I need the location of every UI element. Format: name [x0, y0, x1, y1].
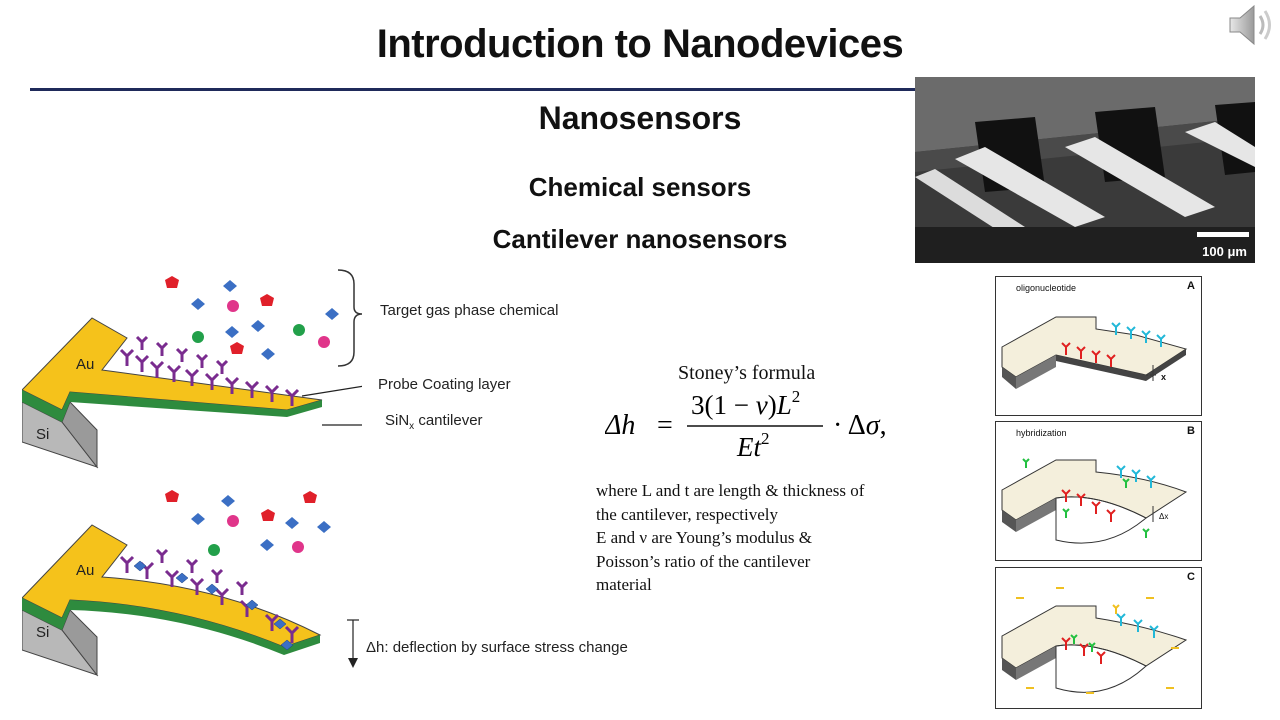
explanation-line-3: E and ν are Young’s modulus &	[596, 528, 812, 547]
panel-a-tag: oligonucleotide	[1016, 283, 1077, 293]
svg-text:3(1 − ν)L2: 3(1 − ν)L2	[691, 387, 800, 420]
sinx-cantilever-label: SiNx cantilever	[385, 412, 483, 432]
explanation-line-4: Poisson’s ratio of the cantilever	[596, 551, 811, 571]
title-underline	[30, 88, 915, 91]
si-label-bottom: Si	[36, 624, 50, 641]
sem-micrograph: 100 μm	[915, 77, 1255, 263]
panel-b: hybridization B Δx	[995, 421, 1202, 561]
molecule-cluster-top	[165, 276, 339, 360]
slide-title: Introduction to Nanodevices	[376, 22, 904, 66]
svg-text:Δh: Δh	[605, 410, 635, 441]
subheading-chemical-sensors: Chemical sensors	[528, 172, 752, 202]
deflection-arrow-icon	[345, 618, 361, 670]
explanation-line-2: the cantilever, respectively	[596, 504, 778, 524]
au-label-top: Au	[76, 356, 95, 373]
si-label-top: Si	[36, 426, 50, 443]
svg-text:=: =	[657, 410, 673, 441]
probe-receptors	[119, 335, 300, 406]
svg-text:Et2: Et2	[736, 429, 770, 462]
target-chemical-label: Target gas phase chemical	[380, 302, 559, 319]
panel-a-detail: x	[1161, 372, 1167, 382]
molecule-cluster-bottom	[165, 490, 331, 556]
explanation-line-1: where L and t are length & thickness of	[596, 481, 865, 500]
panel-a-letter: A	[1187, 280, 1195, 292]
panel-a: oligonucleotide A x	[995, 276, 1202, 416]
formula-caption: Stoney’s formula	[678, 362, 816, 384]
stoney-formula: Δh = 3(1 − ν)L2 Et2 · Δσ,	[604, 386, 925, 466]
panel-b-tag: hybridization	[1016, 428, 1067, 438]
panel-c: C	[995, 567, 1202, 709]
formula-explanation: where L and t are length & thickness of …	[596, 479, 926, 597]
speaker-icon[interactable]	[1226, 2, 1278, 48]
deflection-label: Δh: deflection by surface stress change	[366, 639, 628, 656]
svg-text:· Δσ,: · Δσ,	[833, 410, 887, 441]
subheading-cantilever: Cantilever nanosensors	[492, 224, 788, 254]
au-label-bottom: Au	[76, 562, 95, 579]
panel-c-letter: C	[1187, 571, 1195, 583]
cantilever-diagram-top	[21, 262, 382, 472]
panel-b-detail: Δx	[1159, 512, 1169, 521]
scale-bar-label: 100 μm	[1202, 244, 1247, 259]
explanation-line-5: material	[596, 575, 652, 594]
section-heading: Nanosensors	[538, 100, 742, 136]
probe-coating-label: Probe Coating layer	[378, 376, 511, 393]
panel-b-letter: B	[1187, 425, 1195, 437]
cantilever-diagram-bottom	[21, 485, 362, 685]
